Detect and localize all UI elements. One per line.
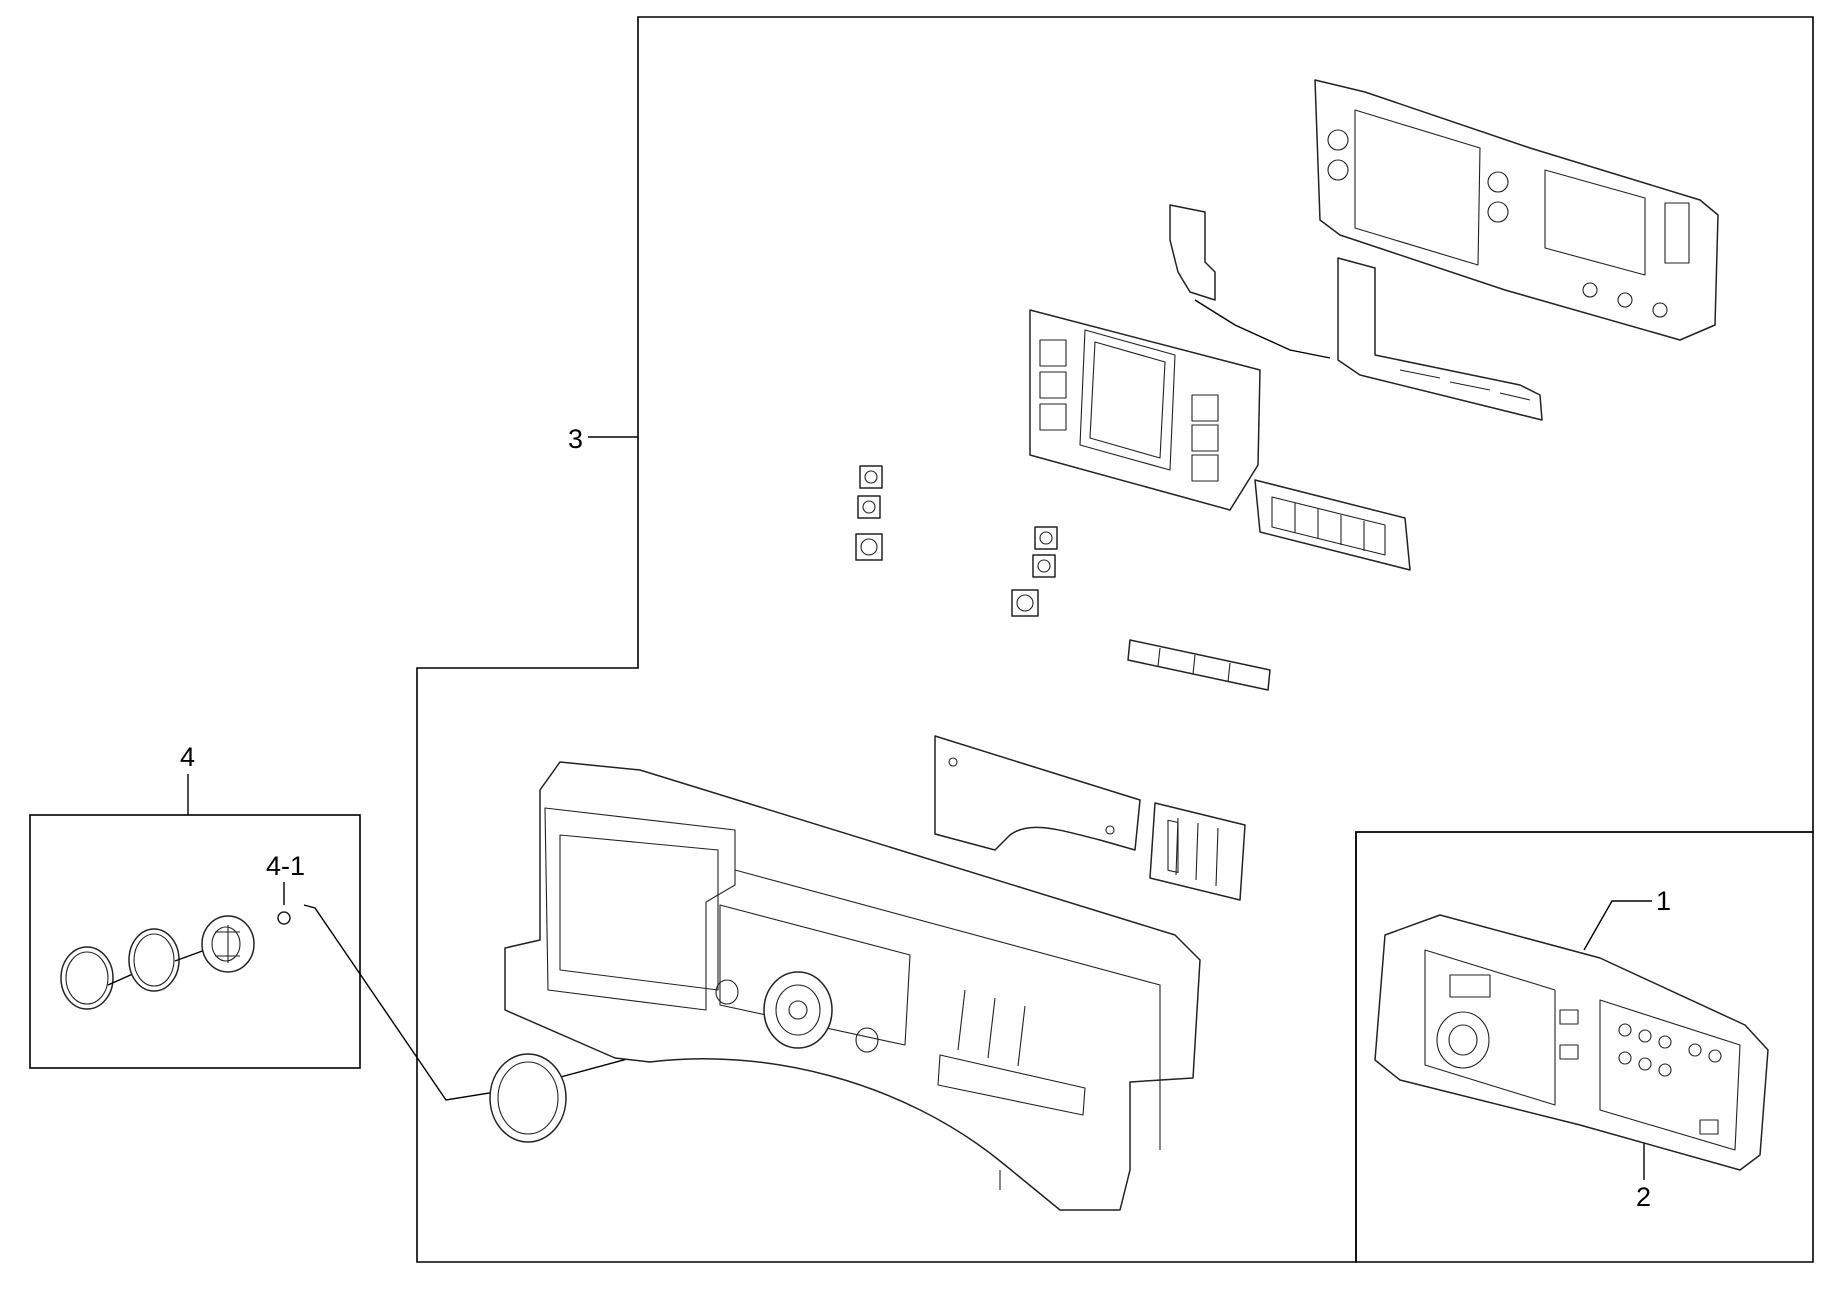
knob-cap xyxy=(60,946,114,1010)
knob-assembly xyxy=(60,904,791,1101)
led-wire-harness xyxy=(1169,204,1543,421)
display-bracket xyxy=(934,735,1141,851)
callout-3: 3 xyxy=(568,424,583,454)
tact-buttons-left xyxy=(855,465,883,561)
tact-buttons-right xyxy=(1011,526,1058,617)
group-1-2-frame xyxy=(1355,831,1814,1263)
control-panel-housing xyxy=(489,761,1201,1211)
callout-1: 1 xyxy=(1656,886,1671,916)
knob-nut xyxy=(277,911,291,925)
button-strip xyxy=(1254,479,1411,571)
button-pad xyxy=(1149,802,1246,901)
group-4-frame xyxy=(29,814,361,1069)
panel-window-ring xyxy=(489,1053,567,1143)
key-bar xyxy=(1127,639,1271,691)
leader-1 xyxy=(1583,900,1652,951)
display-holder xyxy=(1029,309,1261,511)
panel-dial xyxy=(763,971,833,1049)
callout-4-1: 4-1 xyxy=(266,851,305,881)
knob-ring xyxy=(128,928,180,992)
callout-4: 4 xyxy=(180,742,195,772)
pcb-assembly xyxy=(1374,914,1769,1171)
callout-2: 2 xyxy=(1636,1182,1651,1212)
rear-frame-bracket xyxy=(1314,79,1719,341)
knob-leader xyxy=(303,904,791,1101)
